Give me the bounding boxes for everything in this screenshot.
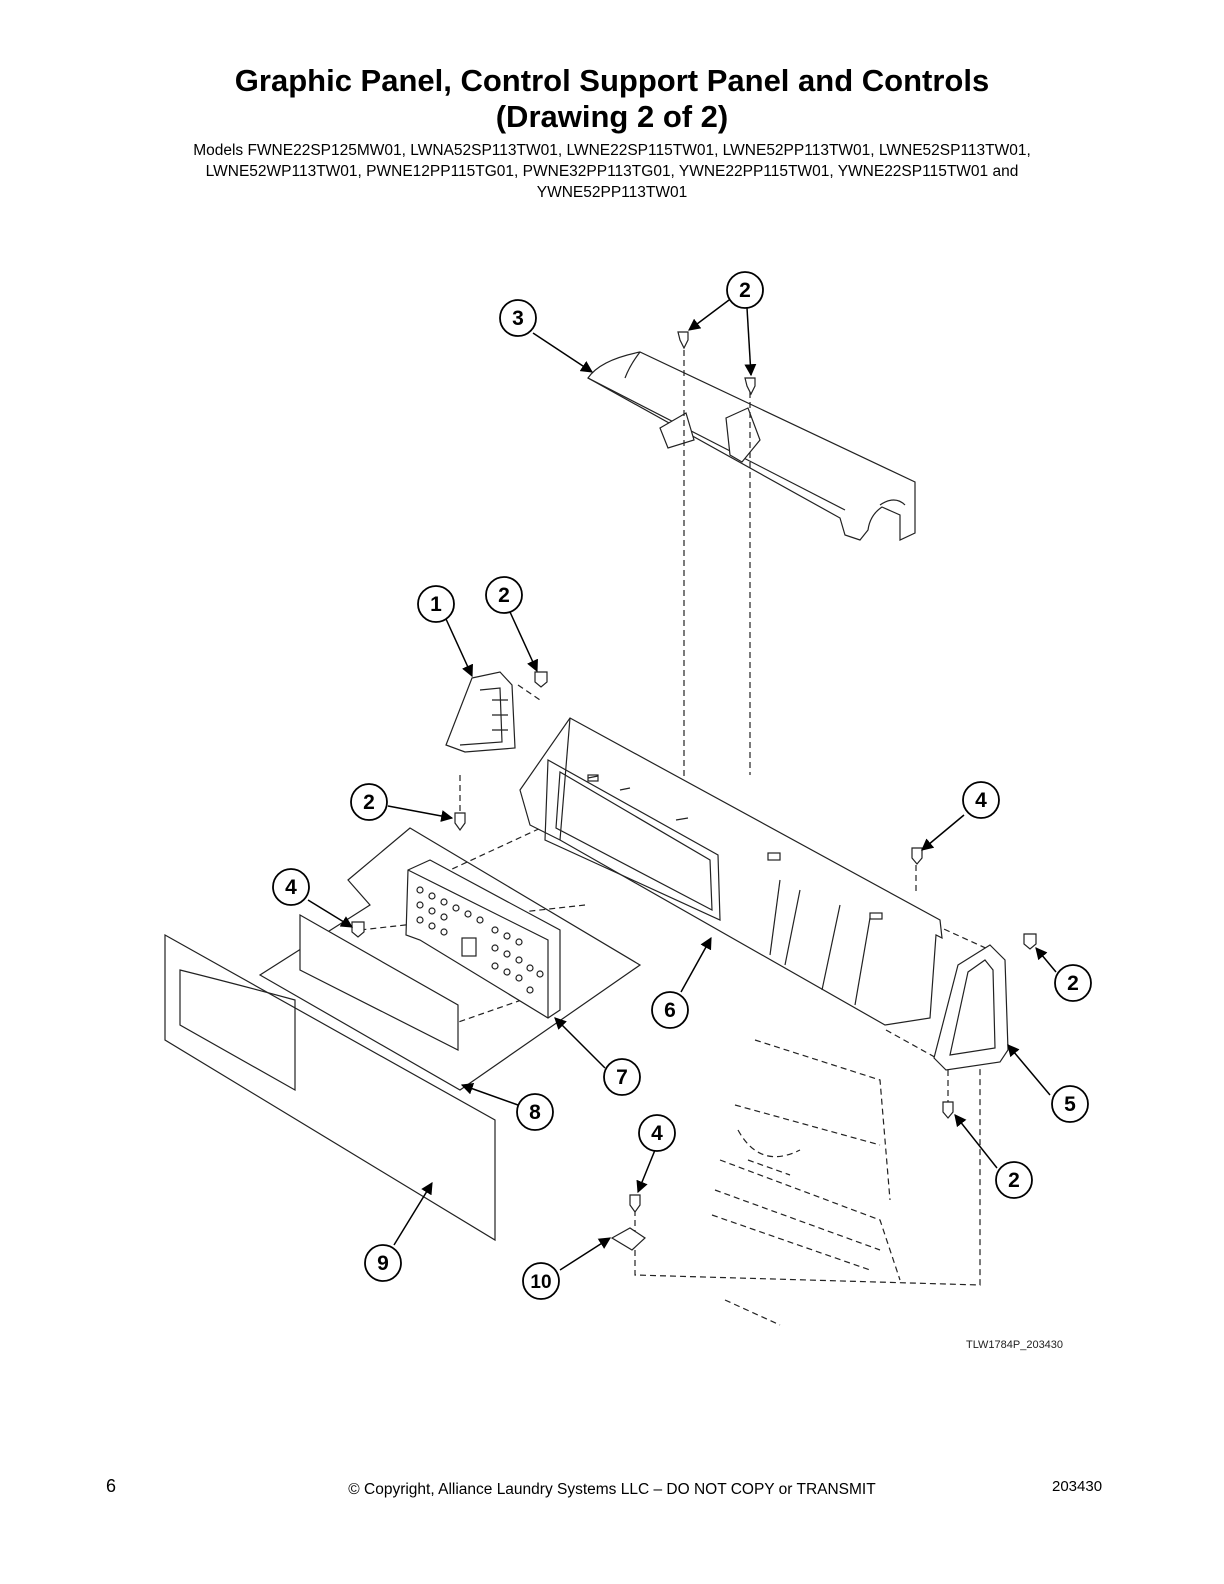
document-number: 203430 (1052, 1478, 1103, 1495)
callout-circle (417, 585, 455, 623)
callout-label: 4 (651, 1122, 663, 1145)
callout-circle (522, 1262, 560, 1300)
models-line-2: LWNE52WP113TW01, PWNE12PP115TG01, PWNE32… (205, 163, 1019, 180)
callout-circle (499, 299, 537, 337)
callout-4: 4 (962, 781, 1000, 819)
callout-9: 9 (364, 1244, 402, 1282)
callout-circle (350, 783, 388, 821)
callout-label: 2 (1008, 1169, 1020, 1192)
page-title: Graphic Panel, Control Support Panel and… (234, 63, 990, 98)
copyright-notice: © Copyright, Alliance Laundry Systems LL… (348, 1481, 876, 1498)
callout-circle (1054, 964, 1092, 1002)
callout-8: 8 (516, 1093, 554, 1131)
callout-circle (485, 576, 523, 614)
callout-7: 7 (603, 1058, 641, 1096)
models-line-3: YWNE52PP113TW01 (536, 184, 688, 201)
drawing-id: TLW1784P_203430 (966, 1339, 1064, 1351)
callout-label: 4 (285, 876, 297, 899)
control-support-panel-part-6 (519, 717, 943, 1026)
callout-2: 2 (726, 271, 764, 309)
callout-1: 1 (417, 585, 455, 623)
callout-circle (651, 991, 689, 1029)
leader-lines (307, 299, 1057, 1271)
callout-2: 2 (995, 1161, 1033, 1199)
callout-circle (364, 1244, 402, 1282)
callout-circle (962, 781, 1000, 819)
callout-circle (995, 1161, 1033, 1199)
left-end-cap-part-1 (445, 671, 516, 753)
overlay-sheet-part-8 (258, 827, 642, 1091)
callout-label: 2 (363, 791, 375, 814)
bracket-part-10 (610, 1227, 646, 1251)
callout-2: 2 (1054, 964, 1092, 1002)
callout-circle (638, 1114, 676, 1152)
callout-4: 4 (638, 1114, 676, 1152)
callout-layer: 3 2 1 2 2 4 4 2 6 7 8 5 2 4 9 10 (272, 271, 1092, 1300)
callout-label: 7 (616, 1066, 628, 1089)
callout-label: 3 (512, 307, 524, 330)
graphic-panel-part-9 (164, 913, 496, 1242)
page-number: 6 (106, 1476, 117, 1496)
callout-circle (1051, 1085, 1089, 1123)
callout-2: 2 (350, 783, 388, 821)
callout-2: 2 (485, 576, 523, 614)
callout-label: 10 (530, 1272, 551, 1293)
callout-5: 5 (1051, 1085, 1089, 1123)
callout-circle (516, 1093, 554, 1131)
callout-circle (603, 1058, 641, 1096)
callout-label: 2 (739, 279, 751, 302)
callout-label: 8 (529, 1101, 541, 1124)
callout-6: 6 (651, 991, 689, 1029)
models-line-1: Models FWNE22SP125MW01, LWNA52SP113TW01,… (193, 142, 1031, 159)
screw-icons (351, 331, 1037, 1214)
callout-10: 10 (522, 1262, 560, 1300)
top-cover-part-3 (587, 351, 916, 541)
callout-4: 4 (272, 868, 310, 906)
callout-circle (272, 868, 310, 906)
callout-label: 1 (430, 593, 442, 616)
callout-label: 5 (1064, 1093, 1076, 1116)
callout-label: 6 (664, 999, 676, 1022)
callout-circle (726, 271, 764, 309)
callout-label: 9 (377, 1252, 389, 1275)
callout-label: 4 (975, 789, 987, 812)
right-end-cap-part-5 (933, 944, 1009, 1071)
callout-3: 3 (499, 299, 537, 337)
page-subtitle: (Drawing 2 of 2) (495, 99, 729, 134)
callout-label: 2 (1067, 972, 1079, 995)
callout-label: 2 (498, 584, 510, 607)
control-board-part-7 (405, 859, 561, 1019)
